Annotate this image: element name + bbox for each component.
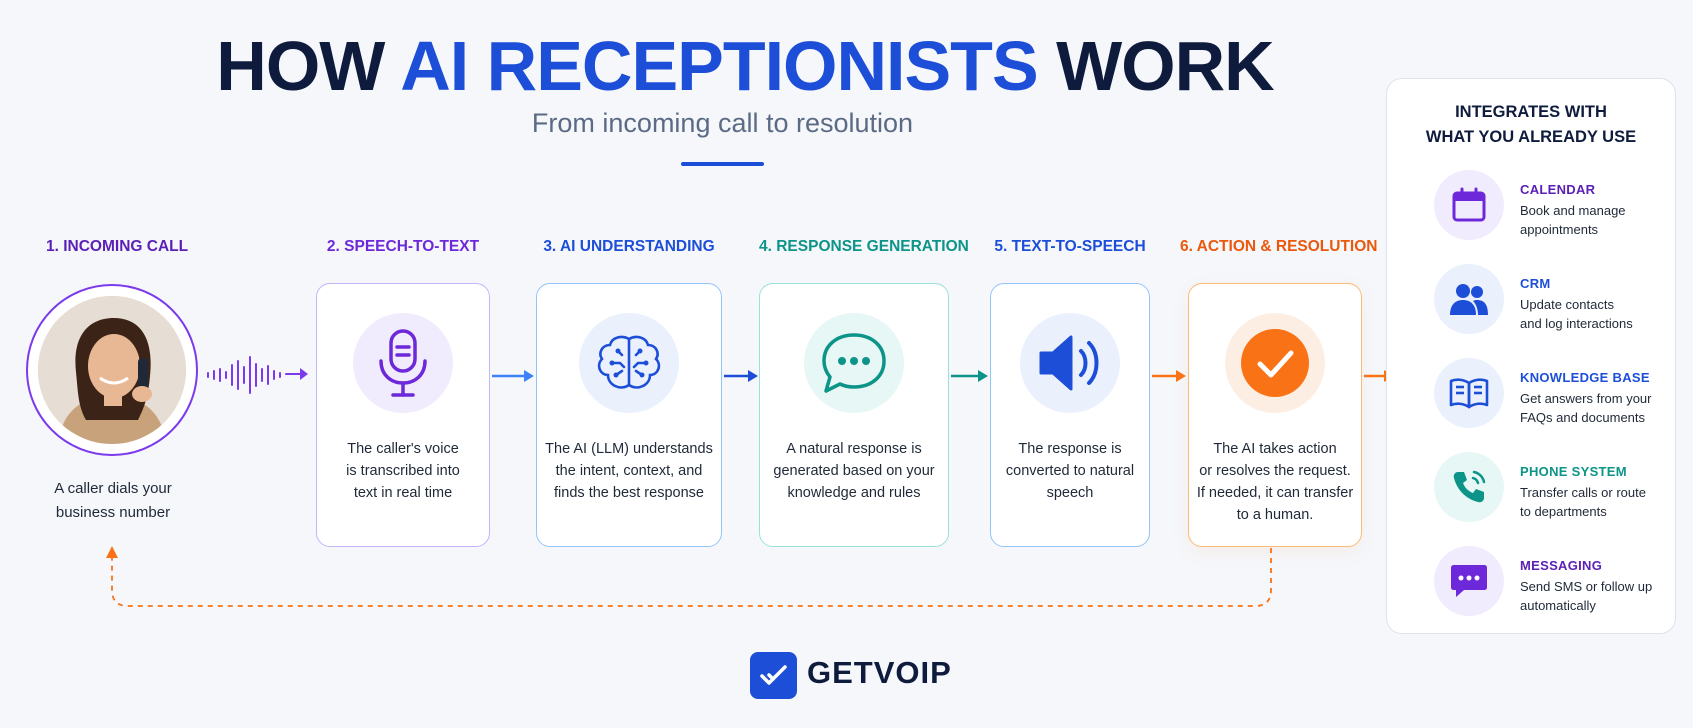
brand-name: GETVOIP bbox=[807, 655, 952, 690]
integrations-panel bbox=[1386, 78, 1676, 634]
step-2-description: The caller's voice is transcribed into t… bbox=[346, 441, 460, 501]
title-accent: AI RECEPTIONISTS bbox=[400, 27, 1038, 105]
checkmark-icon-bg bbox=[1225, 313, 1325, 413]
page-title: HOW AI RECEPTIONISTS WORK bbox=[216, 27, 1274, 105]
arrow-right-icon bbox=[1152, 370, 1186, 382]
speaker-icon bbox=[1039, 335, 1099, 391]
caller-photo bbox=[38, 296, 186, 444]
calendar-icon-bg bbox=[1434, 170, 1504, 240]
speaker-icon-bg bbox=[1020, 313, 1120, 413]
integration-name-phone-system: PHONE SYSTEM bbox=[1520, 464, 1627, 479]
integration-desc-phone-system: Transfer calls or route to departments bbox=[1520, 485, 1646, 519]
integration-name-crm: CRM bbox=[1520, 276, 1551, 291]
step-4-label: 4. RESPONSE GENERATION bbox=[759, 238, 969, 255]
arrow-right-icon bbox=[492, 370, 534, 382]
arrow-right-icon bbox=[951, 370, 988, 382]
step-2-label: 2. SPEECH-TO-TEXT bbox=[326, 238, 480, 255]
title-underline bbox=[681, 162, 764, 166]
check-logo-icon bbox=[759, 664, 787, 685]
chat-bubble-icon-bg bbox=[804, 313, 904, 413]
integration-desc-messaging: Send SMS or follow up automatically bbox=[1520, 579, 1653, 613]
page-subtitle: From incoming call to resolution bbox=[531, 108, 914, 138]
microphone-icon-bg bbox=[353, 313, 453, 413]
phone-icon-bg bbox=[1434, 452, 1504, 522]
getvoip-logo-mark bbox=[750, 652, 797, 699]
phone-icon bbox=[1453, 470, 1486, 503]
step-6-label: 6. ACTION & RESOLUTION bbox=[1180, 238, 1378, 255]
users-icon bbox=[1450, 284, 1488, 315]
book-icon bbox=[1449, 378, 1489, 409]
integration-desc-knowledge-base: Get answers from your FAQs and documents bbox=[1520, 391, 1652, 425]
step-3-label: 3. AI UNDERSTANDING bbox=[543, 238, 715, 255]
step-6-description: The AI takes action or resolves the requ… bbox=[1196, 441, 1354, 523]
calendar-icon bbox=[1452, 187, 1486, 222]
message-icon bbox=[1451, 565, 1487, 597]
step-1-label: 1. INCOMING CALL bbox=[46, 238, 189, 255]
step-5-description: The response is converted to natural spe… bbox=[1005, 441, 1135, 501]
integration-desc-calendar: Book and manage appointments bbox=[1520, 203, 1626, 237]
microphone-icon bbox=[379, 329, 427, 397]
integrations-title: INTEGRATES WITH WHAT YOU ALREADY USE bbox=[1425, 103, 1637, 146]
brain-icon-bg bbox=[579, 313, 679, 413]
arrow-right-icon bbox=[724, 370, 758, 382]
step-3-description: The AI (LLM) understands the intent, con… bbox=[545, 441, 713, 501]
sound-wave-icon bbox=[207, 356, 308, 394]
chat-bubble-icon bbox=[822, 333, 886, 393]
integration-desc-crm: Update contacts and log interactions bbox=[1520, 297, 1633, 331]
users-icon-bg bbox=[1434, 264, 1504, 334]
book-icon-bg bbox=[1434, 358, 1504, 428]
integration-name-calendar: CALENDAR bbox=[1520, 182, 1596, 197]
caller-description: A caller dials your business number bbox=[54, 480, 172, 521]
integration-name-knowledge-base: KNOWLEDGE BASE bbox=[1520, 370, 1650, 385]
step-4-description: A natural response is generated based on… bbox=[773, 441, 935, 501]
feedback-loop-arrow bbox=[106, 546, 1272, 607]
caller-avatar bbox=[26, 284, 198, 456]
brain-icon bbox=[597, 335, 661, 389]
message-icon-bg bbox=[1434, 546, 1504, 616]
integration-name-messaging: MESSAGING bbox=[1520, 558, 1603, 573]
step-5-label: 5. TEXT-TO-SPEECH bbox=[994, 238, 1146, 255]
checkmark-icon bbox=[1241, 329, 1309, 397]
person-on-phone-icon bbox=[38, 296, 186, 444]
